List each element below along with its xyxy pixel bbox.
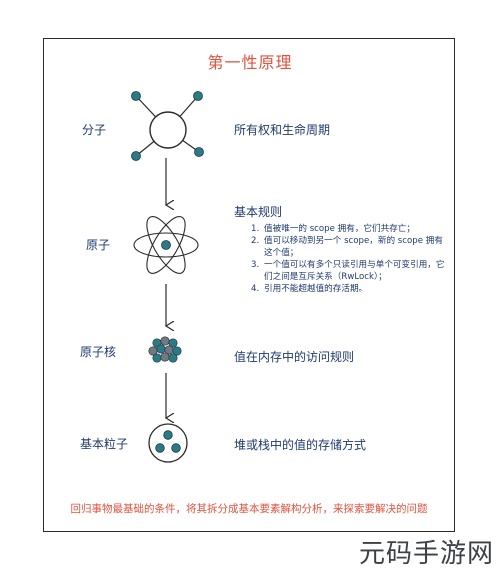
rule-item: 4.引用不能超越值的存活期。	[251, 284, 368, 294]
molecule-description: 所有权和生命周期	[234, 123, 331, 137]
level-label-atom: 原子	[86, 238, 111, 252]
level-label-nucleus: 原子核	[80, 345, 117, 359]
particle-description: 堆或栈中的值的存储方式	[234, 438, 367, 452]
atom-icon	[133, 216, 199, 274]
rule-item: 3.一个值可以有多个只读引用与单个可变引用，它们之间是互斥关系（RwLock）；	[251, 260, 445, 282]
nucleus-description: 值在内存中的访问规则	[234, 350, 355, 364]
nucleus-icon	[148, 336, 182, 363]
molecule-icon	[131, 91, 204, 161]
basic-rules-list: 1.值被唯一的 scope 拥有，它们共存亡； 2.值可以移动到另一个 scop…	[251, 223, 451, 295]
level-label-molecule: 分子	[82, 123, 107, 137]
diagram-frame	[43, 38, 455, 532]
diagram-title: 第一性原理	[207, 53, 293, 72]
particle-icon	[148, 423, 188, 463]
level-label-particle: 基本粒子	[80, 437, 129, 451]
rule-item: 1.值被唯一的 scope 拥有，它们共存亡；	[251, 224, 415, 234]
atom-description: 基本规则	[234, 205, 283, 219]
footer-note: 回归事物最基础的条件，将其拆分成基本要素解构分析，来探索要解决的问题	[70, 503, 428, 515]
watermark-logo: 元码手游网	[358, 539, 494, 569]
rule-item: 2.值可以移动到另一个 scope，新的 scope 拥有这个值；	[251, 236, 443, 258]
